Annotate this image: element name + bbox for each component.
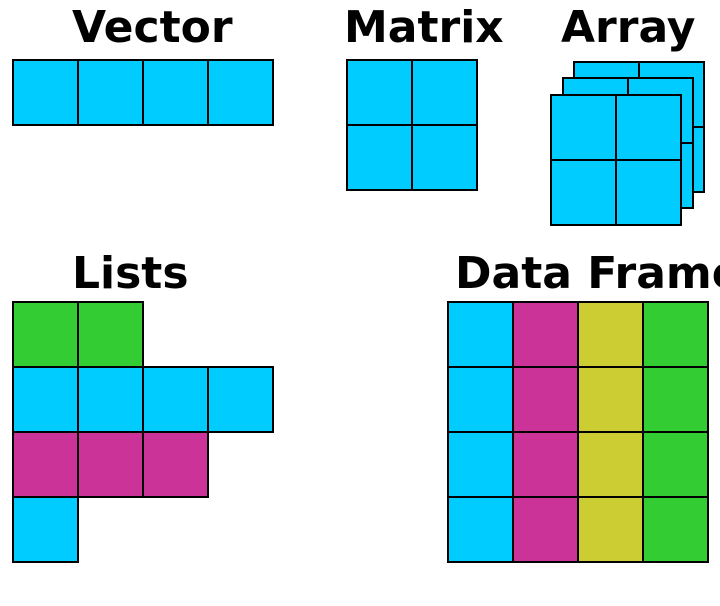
matrix-grid-cell xyxy=(411,124,478,191)
matrix-title: Matrix xyxy=(344,2,504,53)
data-frame-title: Data Frame xyxy=(455,248,720,299)
lists-grid-cell xyxy=(12,496,79,563)
array-layer-cell xyxy=(550,159,617,226)
lists-grid-cell xyxy=(142,366,209,433)
matrix-grid-cell xyxy=(411,59,478,126)
lists-grid-cell xyxy=(77,301,144,368)
lists-grid-cell xyxy=(12,366,79,433)
lists-grid-cell xyxy=(77,431,144,498)
data-frame-grid-cell xyxy=(642,431,709,498)
data-frame-grid-cell xyxy=(642,366,709,433)
data-frame-grid-cell xyxy=(642,496,709,563)
vector-grid-cell xyxy=(12,59,79,126)
matrix-grid-cell xyxy=(346,124,413,191)
lists-grid-cell xyxy=(207,366,274,433)
vector-grid-cell xyxy=(77,59,144,126)
data-frame-grid-cell xyxy=(447,301,514,368)
data-frame-grid-cell xyxy=(577,301,644,368)
data-frame-grid-cell xyxy=(512,431,579,498)
vector-grid-cell xyxy=(142,59,209,126)
lists-grid-cell xyxy=(77,366,144,433)
array-layer-cell xyxy=(550,94,617,161)
lists-grid-cell xyxy=(12,431,79,498)
data-frame-grid-cell xyxy=(577,366,644,433)
data-frame-grid-cell xyxy=(447,431,514,498)
data-frame-grid-cell xyxy=(512,366,579,433)
data-frame-grid-cell xyxy=(512,301,579,368)
vector-title: Vector xyxy=(72,2,233,53)
lists-grid-cell xyxy=(12,301,79,368)
data-frame-grid-cell xyxy=(642,301,709,368)
matrix-grid-cell xyxy=(346,59,413,126)
array-title: Array xyxy=(561,2,696,53)
array-layer-cell xyxy=(615,94,682,161)
data-frame-grid-cell xyxy=(447,496,514,563)
data-frame-grid-cell xyxy=(512,496,579,563)
data-frame-grid-cell xyxy=(577,431,644,498)
vector-grid-cell xyxy=(207,59,274,126)
array-layer-cell xyxy=(615,159,682,226)
data-frame-grid-cell xyxy=(577,496,644,563)
data-frame-grid-cell xyxy=(447,366,514,433)
lists-grid-cell xyxy=(142,431,209,498)
lists-title: Lists xyxy=(72,248,189,299)
